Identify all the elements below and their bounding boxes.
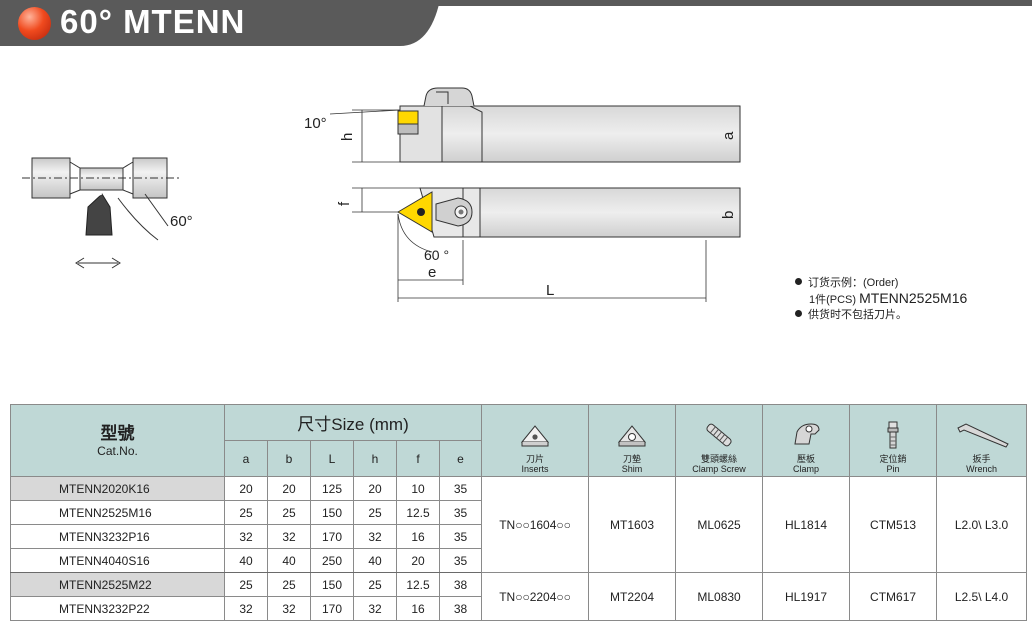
parts-header-wrench: 扳手 Wrench	[936, 404, 1028, 477]
model-header: 型號 Cat.No.	[10, 404, 225, 477]
page-title: 60° MTENN	[60, 3, 246, 40]
size-col-b: b	[267, 440, 311, 477]
clamp-icon	[794, 423, 820, 445]
header-rule	[0, 0, 1032, 6]
shim-cell: MT1603	[588, 476, 677, 573]
clamp-cell: HL1814	[762, 476, 851, 573]
parts-header-shim: 刀墊 Shim	[588, 404, 677, 477]
dim-b-label: b	[720, 211, 737, 219]
holder-plan-view	[352, 187, 741, 302]
top-angle-label: 10°	[304, 115, 327, 132]
clamp-cell: HL1917	[762, 572, 851, 621]
size-col-L: L	[310, 440, 354, 477]
shim-icon	[617, 425, 647, 447]
insert-cell: TN○○2204○○	[481, 572, 590, 621]
pin-icon	[887, 421, 899, 449]
title-bar-background	[0, 0, 440, 46]
insert-icon	[520, 425, 550, 447]
supply-note-line: 供货时不包括刀片。	[795, 308, 967, 323]
dim-L-label: L	[546, 282, 554, 299]
screw-icon	[706, 423, 732, 447]
shim-cell: MT2204	[588, 572, 677, 621]
table-row: MTENN2525M22 25 25 150 25 12.5 38 TN○○22…	[10, 572, 1028, 621]
table-row: MTENN2020K16 20 20 125 20 10 35 TN○○1604…	[10, 476, 1028, 573]
parts-header-inserts: 刀片 Inserts	[481, 404, 590, 477]
table-row: MTENN2525M16 25 25 150 25 12.5 35	[10, 500, 1027, 525]
dim-h-label: h	[339, 133, 356, 141]
red-ball-icon	[18, 7, 51, 40]
bottom-angle-label: 60 °	[424, 247, 449, 263]
bullet-icon	[795, 278, 802, 285]
clamp-screw-cell: ML0625	[675, 476, 764, 573]
clamp-screw-cell: ML0830	[675, 572, 764, 621]
dim-a-label: a	[720, 131, 737, 140]
dim-e-label: e	[428, 264, 436, 281]
wrench-cell: L2.5\ L4.0	[936, 572, 1028, 621]
title-bar: 60° MTENN	[0, 0, 440, 46]
parts-header-pin: 定位銷 Pin	[849, 404, 938, 477]
size-col-a: a	[224, 440, 268, 477]
bullet-icon	[795, 310, 802, 317]
size-col-h: h	[353, 440, 397, 477]
wrench-cell: L2.0\ L3.0	[936, 476, 1028, 573]
table-row: MTENN3232P22 32 32 170 32 16 38	[10, 596, 1027, 621]
workpiece-illustration	[22, 157, 182, 269]
order-example-line: 订货示例：(Order)	[795, 276, 967, 291]
holder-side-elevation	[329, 87, 741, 163]
spec-table: 型號 Cat.No. 尺寸Size (mm) 刀片 Inserts	[10, 404, 1028, 621]
parts-header-clamp: 壓板 Clamp	[762, 404, 851, 477]
size-header: 尺寸Size (mm)	[223, 404, 483, 441]
order-notes: 订货示例：(Order) 1件(PCS) MTENN2525M16 供货时不包括…	[795, 276, 967, 323]
table-row: MTENN4040S16 40 40 250 40 20 35	[10, 548, 1027, 573]
side-view-angle-label: 60°	[170, 213, 193, 230]
order-code-line: 1件(PCS) MTENN2525M16	[809, 290, 968, 307]
size-col-f: f	[396, 440, 440, 477]
pin-cell: CTM617	[849, 572, 938, 621]
wrench-icon	[956, 423, 1009, 448]
size-col-e: e	[438, 440, 483, 477]
tool-holder-drawing: 60° 10° h a	[22, 87, 741, 302]
dim-f-label: f	[336, 201, 353, 206]
parts-header-clamp-screw: 雙頭螺絲 Clamp Screw	[675, 404, 764, 477]
insert-cell: TN○○1604○○	[481, 476, 590, 573]
pin-cell: CTM513	[849, 476, 938, 573]
table-row: MTENN3232P16 32 32 170 32 16 35	[10, 524, 1027, 549]
